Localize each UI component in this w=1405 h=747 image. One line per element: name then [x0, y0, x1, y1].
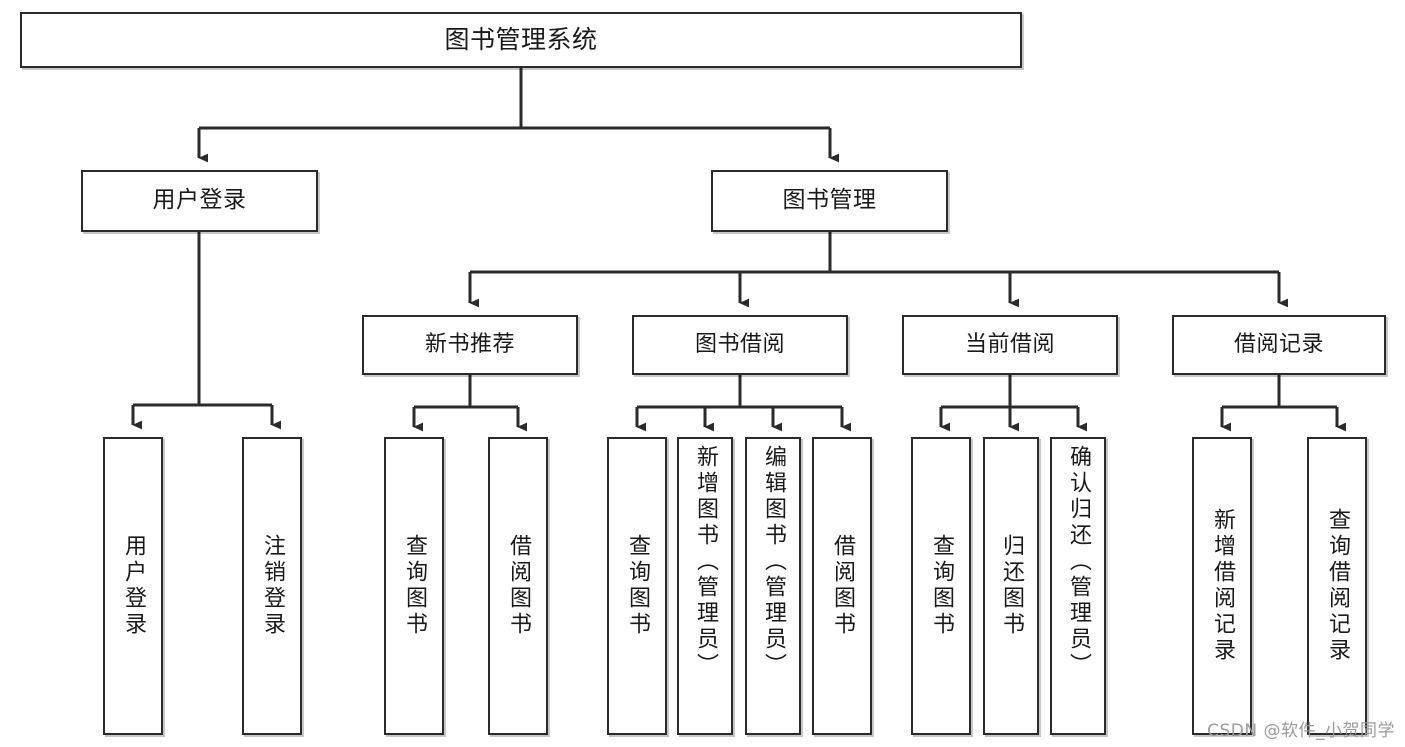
- leaf-recommend-borrow-book[interactable]: 借阅图书: [488, 437, 548, 735]
- leaf-user-login-logout[interactable]: 注销登录: [242, 437, 302, 735]
- node-label: 图书管理: [782, 187, 877, 214]
- node-label: 借阅记录: [1233, 332, 1324, 358]
- leaf-user-login-login[interactable]: 用户登录: [103, 437, 163, 735]
- node-label: 图书借阅: [694, 332, 785, 358]
- leaf-current-query-book[interactable]: 查询图书: [911, 437, 971, 735]
- node-label: 查询图书: [402, 534, 427, 638]
- leaf-record-query-record[interactable]: 查询借阅记录: [1307, 437, 1367, 735]
- node-user-login[interactable]: 用户登录: [81, 170, 318, 232]
- node-label: 编辑图书（管理员）: [761, 445, 786, 679]
- node-label: 图书管理系统: [444, 25, 598, 55]
- node-label: 借阅图书: [506, 534, 531, 638]
- node-label: 用户登录: [121, 534, 146, 638]
- leaf-record-add-record[interactable]: 新增借阅记录: [1192, 437, 1252, 735]
- leaf-current-confirm-return-admin[interactable]: 确认归还（管理员）: [1050, 437, 1106, 735]
- leaf-borrow-edit-book-admin[interactable]: 编辑图书（管理员）: [745, 437, 801, 735]
- node-label: 当前借阅: [964, 332, 1055, 358]
- node-root-system[interactable]: 图书管理系统: [20, 12, 1022, 68]
- leaf-borrow-add-book-admin[interactable]: 新增图书（管理员）: [677, 437, 733, 735]
- node-label: 查询借阅记录: [1325, 508, 1350, 664]
- node-label: 新增图书（管理员）: [693, 445, 718, 679]
- node-label: 查询图书: [625, 534, 650, 638]
- node-label: 归还图书: [999, 534, 1024, 638]
- node-label: 查询图书: [929, 534, 954, 638]
- node-book-management[interactable]: 图书管理: [711, 170, 948, 232]
- node-label: 用户登录: [152, 187, 247, 214]
- node-label: 注销登录: [260, 534, 285, 638]
- node-label: 借阅图书: [830, 534, 855, 638]
- node-label: 新增借阅记录: [1210, 508, 1235, 664]
- node-borrow-record[interactable]: 借阅记录: [1172, 315, 1386, 375]
- leaf-current-return-book[interactable]: 归还图书: [983, 437, 1039, 735]
- node-label: 确认归还（管理员）: [1066, 445, 1091, 679]
- leaf-recommend-query-book[interactable]: 查询图书: [384, 437, 444, 735]
- node-current-borrow[interactable]: 当前借阅: [902, 315, 1118, 375]
- node-label: 新书推荐: [424, 332, 515, 358]
- node-book-borrow[interactable]: 图书借阅: [632, 315, 848, 375]
- leaf-borrow-query-book[interactable]: 查询图书: [607, 437, 667, 735]
- node-new-book-recommend[interactable]: 新书推荐: [362, 315, 578, 375]
- leaf-borrow-borrow-book[interactable]: 借阅图书: [812, 437, 872, 735]
